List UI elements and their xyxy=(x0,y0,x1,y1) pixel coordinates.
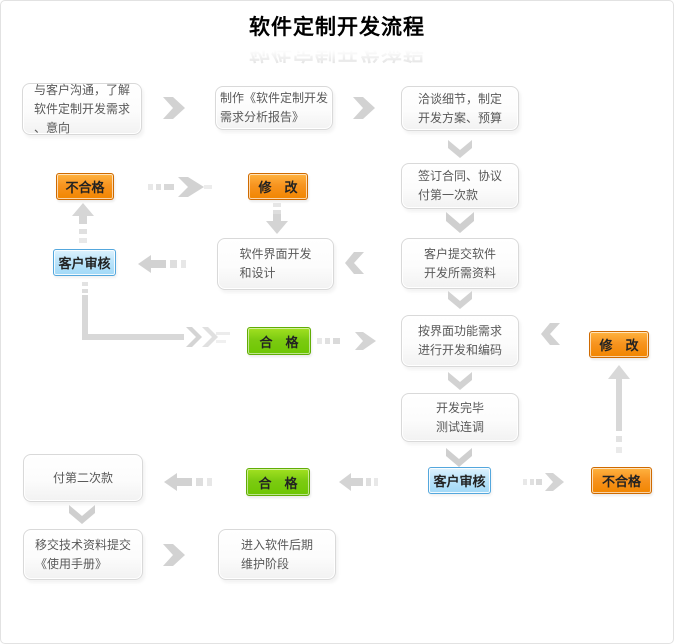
node-materials: 客户提交软件 开发所需资料 xyxy=(401,238,519,289)
page-title: 软件定制开发流程 xyxy=(249,15,425,39)
node-handover: 移交技术资料提交 《使用手册》 xyxy=(23,529,143,580)
arrow-down-icon-testing-review2 xyxy=(446,448,472,467)
arrow-down-icon-coding-testing xyxy=(448,372,472,390)
arrow-up-long-icon-unqualified2-modify2 xyxy=(608,365,630,453)
badge-unqualified-2: 不合格 xyxy=(591,467,652,494)
node-handover-label: 移交技术资料提交 《使用手册》 xyxy=(34,537,131,571)
arrow-up-dashed-icon-review1-unqualified1 xyxy=(72,203,94,243)
badge-modify-1: 修 改 xyxy=(248,173,308,200)
arrow-left-icon-uidesign-review1 xyxy=(138,255,186,273)
arrow-right-icon-handover-maintenance xyxy=(163,544,185,566)
node-contract: 签订合同、协议 付第一次款 xyxy=(401,163,519,209)
badge-qualified-2: 合 格 xyxy=(246,468,310,496)
node-testing-label: 开发完毕 测试连调 xyxy=(435,400,484,434)
badge-customer-review-2: 客户审核 xyxy=(428,467,491,494)
arrow-down-icon-contract-materials xyxy=(446,212,474,233)
node-communicate: 与客户沟通，了解 软件定制开发需求 、意向 xyxy=(22,83,142,135)
node-negotiate-label: 洽谈细节，制定 开发方案、预算 xyxy=(417,91,502,125)
node-testing: 开发完毕 测试连调 xyxy=(401,393,519,442)
arrow-down-icon-secondpayment-handover xyxy=(69,505,95,524)
arrow-down-icon-materials-coding xyxy=(448,291,472,309)
arrow-right-dashed-icon-unqualified1-modify1 xyxy=(148,177,212,197)
node-coding: 按界面功能需求 进行开发和编码 xyxy=(401,315,519,367)
node-second-payment-label: 付第二次款 xyxy=(52,470,113,485)
arrow-left-icon-qualified2-secondpayment xyxy=(164,473,212,491)
node-maintenance: 进入软件后期 维护阶段 xyxy=(218,529,336,580)
node-ui-design-label: 软件界面开发 和设计 xyxy=(239,247,312,280)
page-title-reflection: 软件定制开发流程 xyxy=(249,40,425,64)
badge-modify-2: 修 改 xyxy=(589,331,649,358)
node-contract-label: 签订合同、协议 付第一次款 xyxy=(417,169,502,202)
badge-customer-review-1: 客户审核 xyxy=(53,249,116,276)
arrow-down-dashed-icon-modify1-uidesign xyxy=(266,203,288,234)
arrow-right-dashed-icon-review2-unqualified2 xyxy=(523,473,564,491)
arrow-left-icon-modify2-coding xyxy=(541,323,560,345)
arrow-right-dashed-icon-qualified1-coding xyxy=(317,332,376,350)
arrow-left-icon-materials-uidesign xyxy=(345,252,364,274)
node-communicate-label: 与客户沟通，了解 软件定制开发需求 、意向 xyxy=(33,82,130,135)
arrow-right-icon-report-negotiate xyxy=(353,97,375,119)
node-negotiate: 洽谈细节，制定 开发方案、预算 xyxy=(401,86,519,131)
arrow-right-icon-communicate-report xyxy=(163,97,185,119)
node-report-label: 制作《软件定制开发 需求分析报告》 xyxy=(219,91,328,124)
node-coding-label: 按界面功能需求 进行开发和编码 xyxy=(417,324,502,357)
badge-qualified-1: 合 格 xyxy=(247,327,311,355)
node-maintenance-label: 进入软件后期 维护阶段 xyxy=(240,537,313,571)
arrow-down-icon-negotiate-contract xyxy=(448,140,472,158)
badge-unqualified-1: 不合格 xyxy=(56,173,114,200)
node-second-payment: 付第二次款 xyxy=(23,454,143,502)
node-materials-label: 客户提交软件 开发所需资料 xyxy=(423,246,496,280)
arrow-elbow-icon-review1-qualified1 xyxy=(82,282,230,347)
arrow-left-icon-review2-qualified2 xyxy=(339,473,378,491)
node-report: 制作《软件定制开发 需求分析报告》 xyxy=(215,86,333,130)
node-ui-design: 软件界面开发 和设计 xyxy=(217,238,334,290)
